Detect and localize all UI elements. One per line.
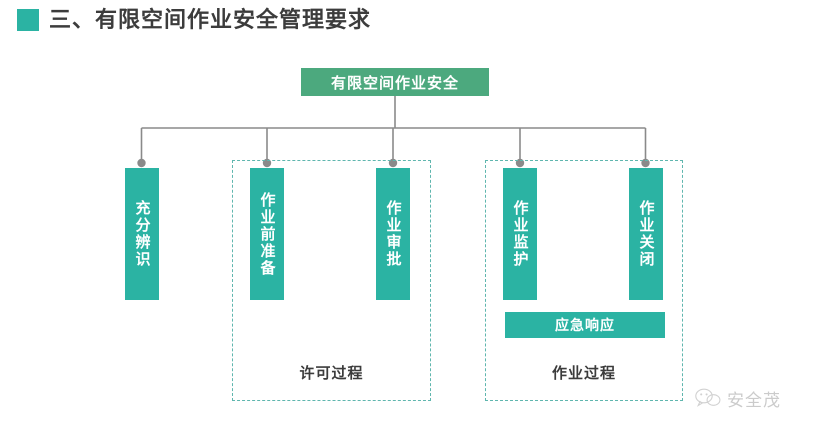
- node-sufficient-identification[interactable]: 充分辨识: [125, 168, 159, 300]
- org-chart-diagram: 有限空间作业安全 充分辨识 作业前准备 作业审批 作业监护 作业关闭 应急响应 …: [0, 44, 815, 429]
- header-bullet-square: [17, 9, 39, 31]
- node-label: 作业前准备: [258, 191, 276, 277]
- root-node-limited-space-safety[interactable]: 有限空间作业安全: [301, 68, 489, 96]
- connector-lines: [137, 96, 650, 168]
- node-label: 作业监护: [511, 200, 529, 268]
- watermark: 安全茂: [695, 381, 805, 415]
- node-label: 充分辨识: [133, 200, 151, 268]
- node-label: 作业关闭: [637, 200, 655, 268]
- group-label-permit-process: 许可过程: [299, 365, 364, 382]
- node-work-supervision[interactable]: 作业监护: [503, 168, 537, 300]
- node-label: 作业审批: [384, 200, 402, 268]
- node-pre-work-preparation[interactable]: 作业前准备: [250, 168, 284, 300]
- group-box-operation-process: [485, 160, 683, 401]
- node-work-approval[interactable]: 作业审批: [376, 168, 410, 300]
- group-box-permit-process: [232, 160, 431, 401]
- node-emergency-response[interactable]: 应急响应: [505, 312, 665, 338]
- page-title: 三、有限空间作业安全管理要求: [49, 7, 372, 32]
- watermark-label: 安全茂: [727, 390, 781, 410]
- group-label-operation-process: 作业过程: [551, 365, 616, 382]
- node-work-closure[interactable]: 作业关闭: [629, 168, 663, 300]
- page-header: 三、有限空间作业安全管理要求: [0, 0, 815, 44]
- wechat-official-account-icon: [695, 388, 721, 407]
